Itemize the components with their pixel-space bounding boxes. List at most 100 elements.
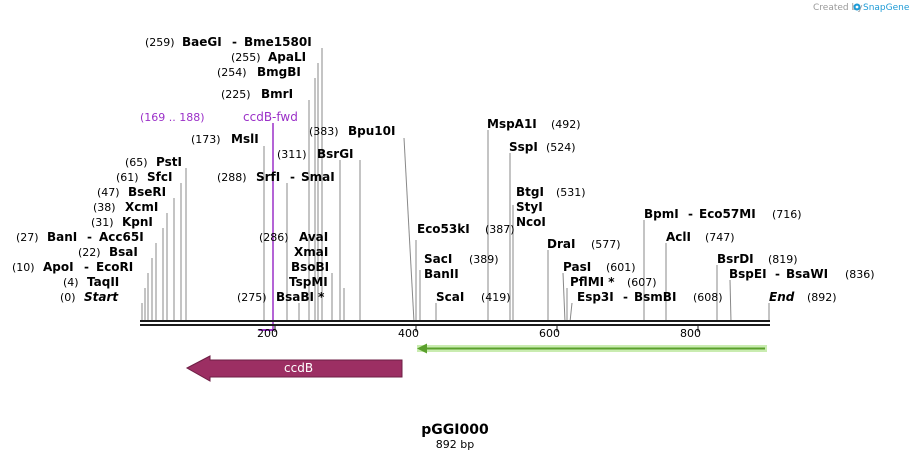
enzyme-label[interactable]: PstI [156, 155, 182, 169]
enzyme-label[interactable]: Eco57MI [699, 207, 756, 221]
enzyme-label[interactable]: Acc65I [99, 230, 144, 244]
feature-ccdB-label: ccdB [284, 361, 313, 375]
enzyme-label[interactable]: AvaI [299, 230, 328, 244]
site-pos: (716) [772, 208, 802, 221]
tick-label: 400 [398, 327, 419, 340]
site-pos: (65) [125, 156, 148, 169]
enzyme-label[interactable]: MspA1I [487, 117, 537, 131]
enzyme-label[interactable]: SfcI [147, 170, 172, 184]
site-pos: (389) [469, 253, 499, 266]
site-pos: (31) [91, 216, 114, 229]
site-pos: (27) [16, 231, 39, 244]
tick-label: 600 [539, 327, 560, 340]
site-pos: (601) [606, 261, 636, 274]
site-pos: (4) [63, 276, 79, 289]
site-labels: (259) BaeGI - Bme1580I (255) ApaLI (254)… [12, 35, 875, 304]
enzyme-label[interactable]: BtgI [516, 185, 544, 199]
enzyme-label[interactable]: TspMI [289, 275, 328, 289]
snapgene-logo [853, 3, 861, 11]
enzyme-label[interactable]: PasI [563, 260, 591, 274]
feature-ccdB[interactable]: ccdB [185, 355, 403, 382]
enzyme-label[interactable]: SacI [424, 252, 452, 266]
site-pos: (836) [845, 268, 875, 281]
site-pos: (288) [217, 171, 247, 184]
enzyme-label[interactable]: BaeGI [182, 35, 222, 49]
enzyme-label[interactable]: NcoI [516, 215, 546, 229]
site-pos: (255) [231, 51, 261, 64]
site-pos: (275) [237, 291, 267, 304]
ruler-ticks [274, 326, 699, 332]
enzyme-label[interactable]: BmrI [261, 87, 293, 101]
site-pos: (892) [807, 291, 837, 304]
enzyme-label[interactable]: ApoI [43, 260, 74, 274]
enzyme-label[interactable]: BsaBI * [276, 290, 325, 304]
enzyme-label[interactable]: Esp3I [577, 290, 614, 304]
site-pos: (747) [705, 231, 735, 244]
plasmid-name: pGGI000 [421, 422, 489, 438]
enzyme-label[interactable]: SrfI [256, 170, 280, 184]
site-pos: (819) [768, 253, 798, 266]
site-pos: (531) [556, 186, 586, 199]
end-label: End [769, 290, 795, 304]
enzyme-label[interactable]: BsmBI [634, 290, 676, 304]
enzyme-label[interactable]: BsrGI [317, 147, 354, 161]
enzyme-label[interactable]: BpmI [644, 207, 679, 221]
site-pos: (387) [485, 223, 515, 236]
site-pos: (492) [551, 118, 581, 131]
enzyme-label[interactable]: KpnI [122, 215, 153, 229]
enzyme-label[interactable]: BsrDI [717, 252, 754, 266]
site-pos: (61) [116, 171, 139, 184]
site-pos: (419) [481, 291, 511, 304]
site-pos: (254) [217, 66, 247, 79]
dna-backbone [140, 320, 770, 326]
feature-arrow-green[interactable] [417, 343, 767, 354]
enzyme-label[interactable]: Eco53kI [417, 222, 470, 236]
enzyme-label[interactable]: StyI [516, 200, 543, 214]
enzyme-label[interactable]: BsaI [109, 245, 138, 259]
enzyme-label[interactable]: XmaI [294, 245, 328, 259]
enzyme-label[interactable]: Bme1580I [244, 35, 312, 49]
primer-ccdB-fwd[interactable] [259, 123, 274, 331]
enzyme-label[interactable]: TaqII [87, 275, 119, 289]
site-pos: (383) [309, 125, 339, 138]
enzyme-label[interactable]: SmaI [301, 170, 335, 184]
enzyme-label[interactable]: PflMI * [570, 275, 615, 289]
site-pos: (22) [78, 246, 101, 259]
label-dash: - [290, 170, 295, 184]
label-dash: - [84, 260, 89, 274]
enzyme-label[interactable]: BsaWI [786, 267, 828, 281]
site-lines [141, 48, 770, 323]
enzyme-label[interactable]: BmgBI [257, 65, 301, 79]
enzyme-label[interactable]: DraI [547, 237, 575, 251]
site-pos: (577) [591, 238, 621, 251]
enzyme-label[interactable]: BanII [424, 267, 459, 281]
primer-label[interactable]: ccdB-fwd [243, 110, 298, 124]
enzyme-label[interactable]: Bpu10I [348, 124, 395, 138]
site-pos: (311) [277, 148, 307, 161]
site-pos: (173) [191, 133, 221, 146]
enzyme-label[interactable]: XcmI [125, 200, 158, 214]
snapgene-brand: SnapGene [863, 3, 910, 13]
enzyme-label[interactable]: AclI [666, 230, 691, 244]
tick-label: 800 [680, 327, 701, 340]
site-pos: (38) [93, 201, 116, 214]
label-dash: - [775, 267, 780, 281]
label-dash: - [87, 230, 92, 244]
enzyme-label[interactable]: EcoRI [96, 260, 133, 274]
label-dash: - [688, 207, 693, 221]
primer-pos: (169 .. 188) [140, 111, 205, 124]
enzyme-label[interactable]: SspI [509, 140, 538, 154]
enzyme-label[interactable]: BanI [47, 230, 77, 244]
enzyme-label[interactable]: BsoBI [291, 260, 329, 274]
enzyme-label[interactable]: ScaI [436, 290, 464, 304]
enzyme-label[interactable]: ApaLI [268, 50, 306, 64]
site-pos: (259) [145, 36, 175, 49]
enzyme-label[interactable]: MslI [231, 132, 259, 146]
site-pos: (524) [546, 141, 576, 154]
plasmid-length: 892 bp [436, 438, 474, 451]
site-pos: (225) [221, 88, 251, 101]
site-pos: (607) [627, 276, 657, 289]
enzyme-label[interactable]: BspEI [729, 267, 767, 281]
enzyme-label[interactable]: BseRI [128, 185, 166, 199]
